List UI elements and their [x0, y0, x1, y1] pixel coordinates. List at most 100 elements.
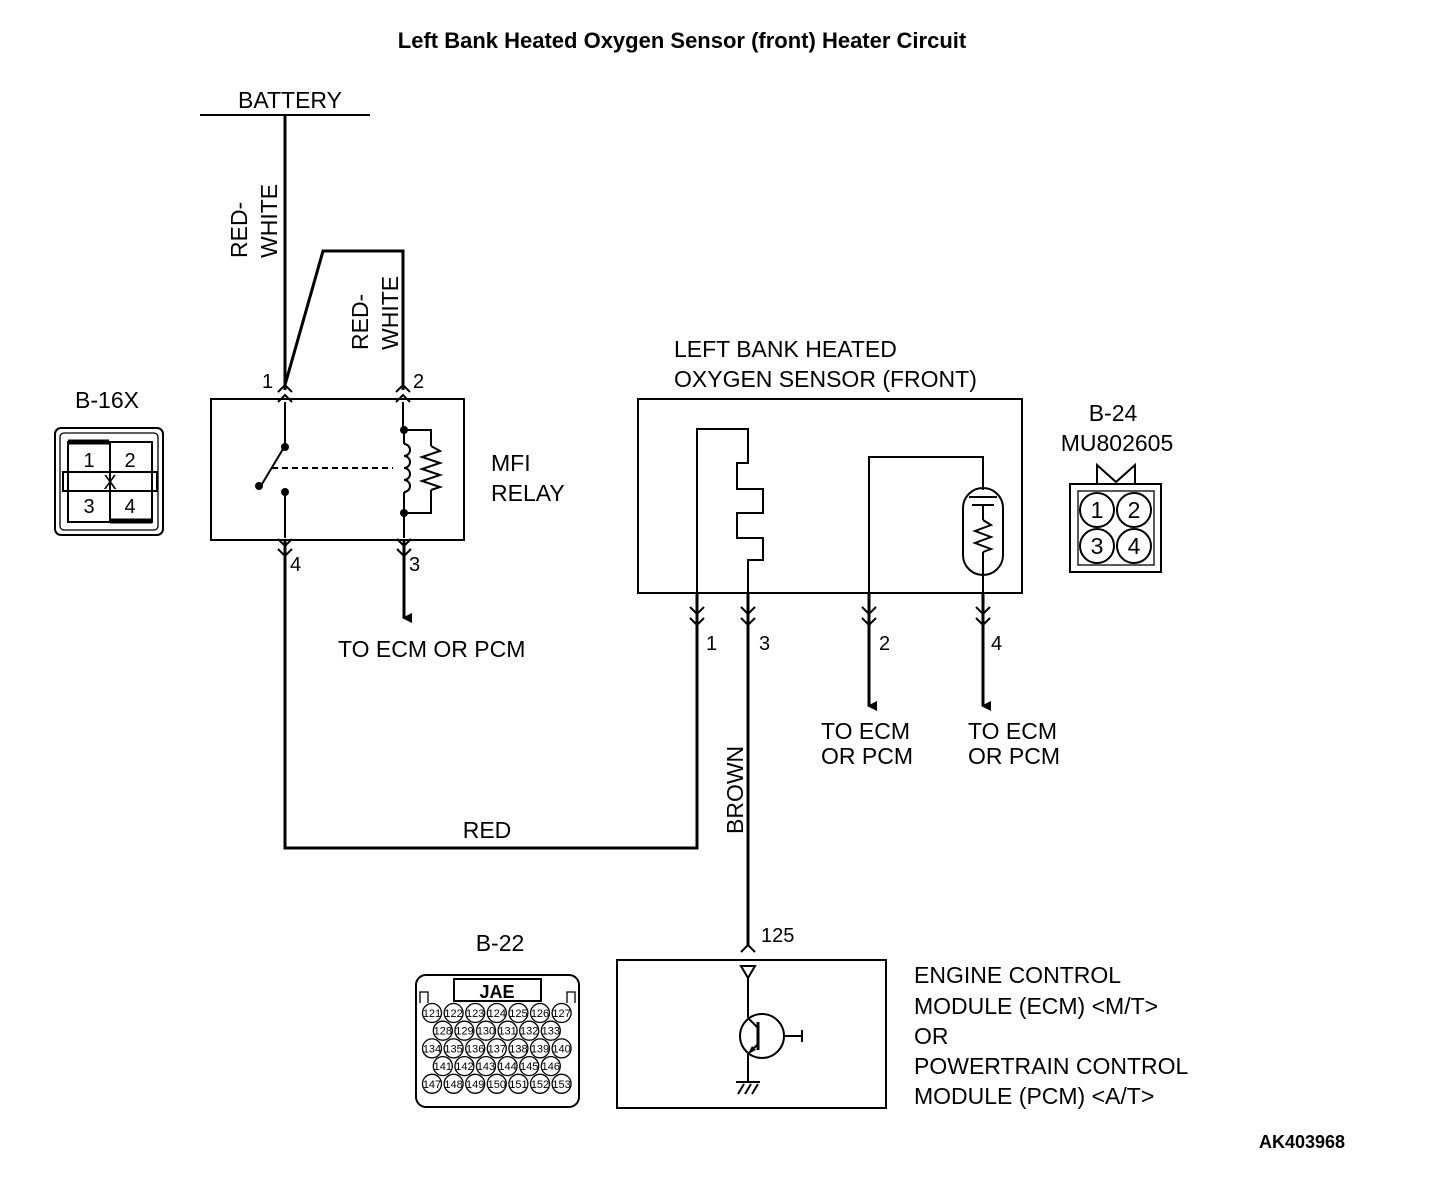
sensor-pin-4-label: 4	[991, 633, 1002, 655]
ecm-connector-pin-cell	[497, 1020, 518, 1041]
ecm-connector-pin-cell	[443, 1073, 464, 1094]
ecm-connector-pin-label: 149	[466, 1079, 484, 1091]
ecm-connector-pin-label: 141	[434, 1061, 452, 1073]
svg-text:RED-: RED-	[347, 294, 373, 350]
ecm-connector-pin-label: 145	[520, 1061, 538, 1073]
ecm-connector-pin-cell	[443, 1038, 464, 1059]
ecm-connector-pin-label: 153	[552, 1079, 570, 1091]
wire-label-red: RED	[463, 817, 512, 843]
ecm-connector-pin-cell	[551, 1038, 572, 1059]
wire-label-red-white-right: RED- WHITE	[347, 276, 403, 350]
ecm-connector-pin-cell	[454, 1055, 475, 1077]
wire-label-red-white-left: RED- WHITE	[226, 184, 282, 258]
ecm-connector-pin-cell	[486, 1038, 507, 1059]
sensor-label-1: LEFT BANK HEATED	[674, 336, 897, 362]
ecm-connector-pin-label: 147	[423, 1079, 441, 1091]
ecm-connector-pin-cell	[443, 1002, 464, 1024]
ecm-connector-pin-cell	[508, 1038, 529, 1059]
ecm-connector-pin-label: 148	[444, 1079, 462, 1091]
svg-text:OR PCM: OR PCM	[821, 743, 913, 769]
ecm-connector-pin-label: 152	[531, 1079, 549, 1091]
svg-text:WHITE: WHITE	[377, 276, 403, 350]
ecm-connector-pin-label: 121	[423, 1008, 441, 1020]
relay-connector-b16x: B-16X 1 2 X 3 4	[54, 387, 164, 536]
ecm-connector-pin-cell	[529, 1038, 551, 1059]
svg-text:2: 2	[124, 450, 135, 472]
sensor-pin-1-label: 1	[706, 633, 717, 655]
ecm-connector-pin-cell	[529, 1073, 551, 1094]
ecm-connector-pin-label: 138	[509, 1043, 527, 1055]
battery-label: BATTERY	[238, 87, 342, 113]
ecm-connector-pin-label: 130	[477, 1026, 495, 1038]
svg-text:RED-: RED-	[226, 202, 252, 258]
svg-text:4: 4	[1128, 533, 1141, 559]
svg-text:3: 3	[83, 496, 94, 518]
ecm-connector-pin-label: 134	[423, 1043, 441, 1055]
wire-label-brown: BROWN	[722, 746, 748, 834]
sensor-4-to-ecm-label: TO ECM OR PCM	[968, 718, 1060, 769]
svg-text:MODULE (ECM) <M/T>: MODULE (ECM) <M/T>	[914, 993, 1158, 1019]
sensor-sensing-element	[868, 456, 1004, 592]
ecm-connector-pin-label: 144	[498, 1061, 516, 1073]
ecm-connector-pin-cell	[551, 1073, 572, 1094]
svg-text:2: 2	[1128, 497, 1141, 523]
sensor-connector-id: B-24	[1089, 400, 1138, 426]
relay-switch	[255, 402, 393, 538]
ecm-connector-pin-label: 132	[520, 1026, 538, 1038]
svg-text:1: 1	[83, 450, 94, 472]
ecm-connector-pin-label: 129	[455, 1026, 473, 1038]
ecm-connector-pin-cell	[421, 1002, 443, 1024]
ecm-pin-125-label: 125	[761, 925, 794, 947]
ecm-connector-pin-label: 126	[531, 1008, 549, 1020]
wire-relay-jumper	[283, 249, 405, 390]
ecm-connector-pin-cell	[540, 1020, 561, 1041]
svg-text:MODULE (PCM) <A/T>: MODULE (PCM) <A/T>	[914, 1083, 1154, 1109]
ecm-connector-pin-cell	[432, 1055, 453, 1077]
ecm-label: ENGINE CONTROL MODULE (ECM) <M/T> OR POW…	[914, 962, 1189, 1109]
relay-pin-2-terminal	[395, 383, 411, 403]
ecm-connector-pin-label: 122	[444, 1008, 462, 1020]
sensor-connector-part: MU802605	[1061, 430, 1174, 456]
ecm-connector-pin-label: 137	[488, 1043, 506, 1055]
ecm-connector-pin-cell	[508, 1073, 529, 1094]
relay-pin-1-terminal	[277, 383, 293, 403]
relay-pin-2-label: 2	[413, 371, 424, 393]
ecm-connector-pin-label: 123	[466, 1008, 484, 1020]
svg-text:OR: OR	[914, 1023, 949, 1049]
ecm-pin-125-terminal	[740, 943, 756, 953]
ecm-connector-pin-label: 124	[488, 1008, 506, 1020]
sensor-pin-2-label: 2	[879, 633, 890, 655]
svg-text:OR PCM: OR PCM	[968, 743, 1060, 769]
ecm-connector-label: JAE	[479, 982, 514, 1002]
svg-text:WHITE: WHITE	[256, 184, 282, 258]
sensor-pin-3-label: 3	[759, 633, 770, 655]
ecm-connector-pin-cell	[465, 1073, 486, 1094]
relay-pin-1-label: 1	[262, 371, 273, 393]
figure-code: AK403968	[1259, 1132, 1345, 1152]
ecm-connector-pin-cell	[432, 1020, 453, 1041]
ecm-connector-pin-cell	[519, 1055, 540, 1077]
ecm-connector-pin-label: 128	[434, 1026, 452, 1038]
mfi-relay-box	[210, 398, 465, 541]
ecm-connector-pin-label: 136	[466, 1043, 484, 1055]
ecm-connector-pin-label: 151	[509, 1079, 527, 1091]
ecm-connector-pin-cell	[421, 1073, 443, 1094]
wire-red	[283, 541, 699, 850]
ecm-connector-pin-label: 143	[477, 1061, 495, 1073]
ecm-connector-pin-cell	[519, 1020, 540, 1041]
ecm-transistor	[736, 965, 803, 1095]
svg-text:TO ECM: TO ECM	[968, 718, 1057, 744]
relay-to-ecm-label: TO ECM OR PCM	[338, 636, 525, 662]
ecm-connector-id: B-22	[476, 930, 525, 956]
ecm-connector-pin-label: 140	[552, 1043, 570, 1055]
ecm-connector-pin-cell	[421, 1038, 443, 1059]
svg-text:1: 1	[1091, 497, 1104, 523]
sensor-label-2: OXYGEN SENSOR (FRONT)	[674, 366, 977, 392]
ecm-connector-pin-cell	[465, 1002, 486, 1024]
sensor-heater-element	[696, 428, 764, 592]
ecm-connector-pin-cell	[551, 1002, 572, 1024]
ecm-connector-pin-label: 133	[542, 1026, 560, 1038]
diagram-title: Left Bank Heated Oxygen Sensor (front) H…	[398, 28, 967, 53]
svg-text:3: 3	[1091, 533, 1104, 559]
